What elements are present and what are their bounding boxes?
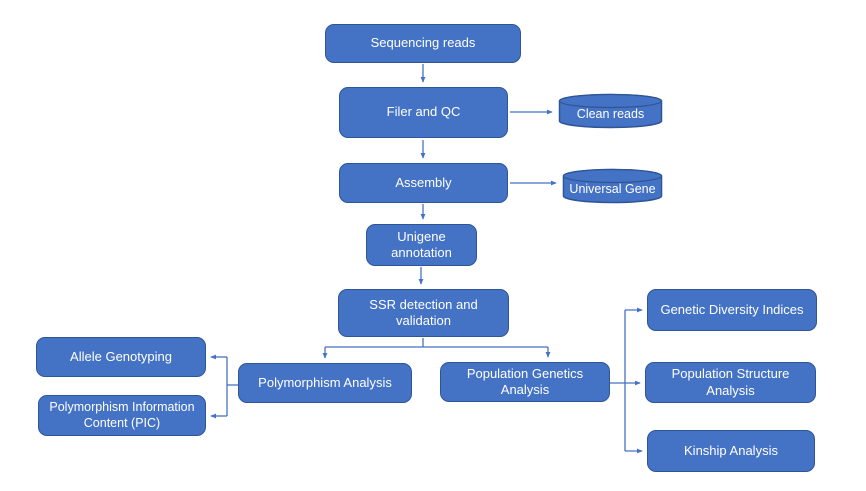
node-label: Sequencing reads — [370, 35, 476, 51]
node-label: Population Genetics Analysis — [466, 365, 584, 397]
node-assembly: Assembly — [339, 163, 508, 203]
node-label: Unigene annotation — [391, 228, 452, 260]
node-universal-gene: Universal Gene — [562, 168, 663, 204]
node-label: Genetic Diversity Indices — [660, 301, 804, 317]
node-label: Polymorphism Information Content (PIC) — [49, 399, 195, 430]
node-unigene-annotation: Unigene annotation — [366, 224, 477, 266]
node-label: Filer and QC — [386, 104, 461, 120]
node-label: SSR detection and validation — [369, 296, 478, 328]
node-label: Universal Gene — [569, 181, 656, 196]
node-label: Assembly — [395, 174, 452, 190]
node-clean-reads: Clean reads — [558, 93, 663, 129]
node-label: Clean reads — [576, 106, 645, 121]
cylinder-shape — [558, 93, 663, 129]
node-allele-genotyping: Allele Genotyping — [36, 337, 206, 377]
node-label: Allele Genotyping — [70, 348, 172, 364]
node-label: Kinship Analysis — [684, 442, 778, 458]
node-polymorphism-information-content: Polymorphism Information Content (PIC) — [38, 395, 206, 436]
node-sequencing-reads: Sequencing reads — [325, 24, 521, 63]
cylinder-shape — [562, 168, 663, 204]
node-polymorphism-analysis: Polymorphism Analysis — [238, 363, 412, 403]
node-kinship-analysis: Kinship Analysis — [647, 430, 815, 472]
node-label: Population Structure Analysis — [671, 366, 790, 398]
node-label: Polymorphism Analysis — [258, 374, 392, 390]
node-ssr-detection-validation: SSR detection and validation — [338, 289, 509, 337]
node-population-genetics-analysis: Population Genetics Analysis — [440, 362, 610, 402]
node-genetic-diversity-indices: Genetic Diversity Indices — [647, 289, 817, 331]
node-population-structure-analysis: Population Structure Analysis — [645, 362, 816, 403]
node-filter-and-qc: Filer and QC — [339, 87, 508, 138]
